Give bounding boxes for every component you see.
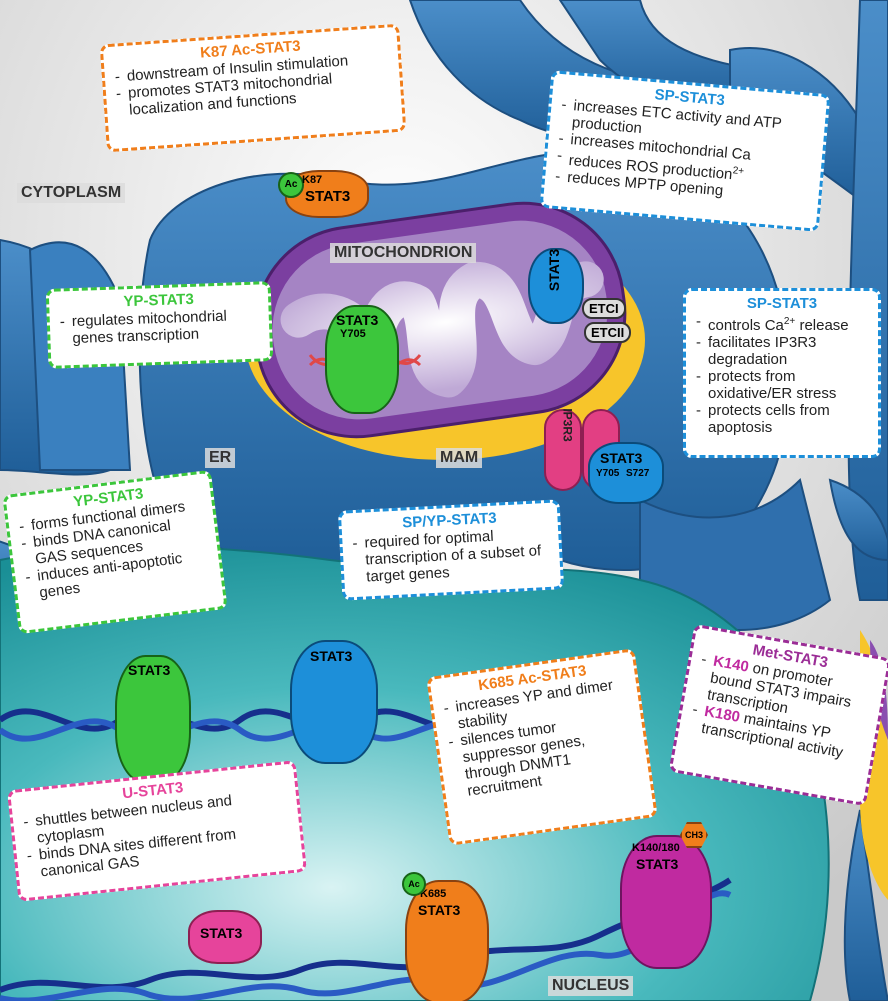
cytoplasm-label: CYTOPLASM [17,183,126,203]
callout-item: required for optimal transcription of a … [350,525,552,586]
k685-label: K685 [420,888,447,900]
met-stat3-dimer [620,835,712,969]
ac-badge: Ac [402,872,426,896]
stat3-label: STAT3 [128,662,171,678]
nucleus-label: NUCLEUS [548,976,634,996]
ac-badge: Ac [278,172,304,198]
nuclear-dna-bottom [0,877,732,1001]
mam-label: MAM [436,448,483,468]
callout-item: protects from oxidative/ER stress [694,368,870,402]
y705-label: Y705 [596,468,620,479]
ip3r3-label: IP3R3 [560,408,575,442]
y705-label: Y705 [340,328,366,340]
u-stat3 [188,910,262,964]
callout-sp-stat3-mito: SP-STAT3 increases ETC activity and ATP … [539,70,831,232]
callout-item: facilitates IP3R3 degradation [694,334,870,368]
k140-180-label: K140/180 [632,842,680,854]
superscript: 2+ [783,316,796,327]
stat3-label: STAT3 [546,248,563,292]
stat3-label: STAT3 [305,188,351,205]
callout-spyp-stat3: SP/YP-STAT3 required for optimal transcr… [337,499,565,601]
etcii-label: ETCII [584,322,632,343]
stat3-label: STAT3 [200,925,243,941]
callout-yp-stat3-nucleus: YP-STAT3 forms functional dimers binds D… [2,469,228,635]
etci-label: ETCI [582,298,626,319]
stat3-label: STAT3 [310,648,353,664]
er-label: ER [205,448,236,468]
stat3-label: STAT3 [418,902,461,918]
nuclear-dna-top [0,708,482,742]
callout-item-text: controls Ca [708,317,784,334]
callout-title: SP-STAT3 [746,295,818,312]
sp-stat3-mito [528,248,584,324]
callout-item-text: release [795,317,849,334]
ch3-badge: CH3 [680,822,708,848]
yp-stat3-dimer-mito [325,305,399,414]
spyp-stat3-dimer [290,640,378,764]
superscript: 2+ [732,165,745,178]
k685-stat3-dimer [405,880,489,1001]
mitochondrion-label: MITOCHONDRION [330,243,477,263]
callout-item: controls Ca2+ release [694,313,870,334]
k87-label: K87 [302,174,323,186]
sp-stat3-er [588,442,664,504]
callout-k87-ac-stat3: K87 Ac-STAT3 downstream of Insulin stimu… [99,23,407,153]
stat3-label: STAT3 [600,450,643,466]
callout-item: regulates mitochondrial genes transcript… [58,306,262,347]
s727-label: S727 [626,468,650,479]
callout-item: protects cells from apoptosis [694,402,870,436]
callout-k685-ac-stat3: K685 Ac-STAT3 increases YP and dimer sta… [426,648,658,846]
stat3-label: STAT3 [636,856,679,872]
callout-sp-stat3-er: SP-STAT3 controls Ca2+ release facilitat… [683,288,881,458]
stat3-label: STAT3 [336,312,379,328]
callout-yp-stat3-mito: YP-STAT3 regulates mitochondrial genes t… [45,281,274,369]
